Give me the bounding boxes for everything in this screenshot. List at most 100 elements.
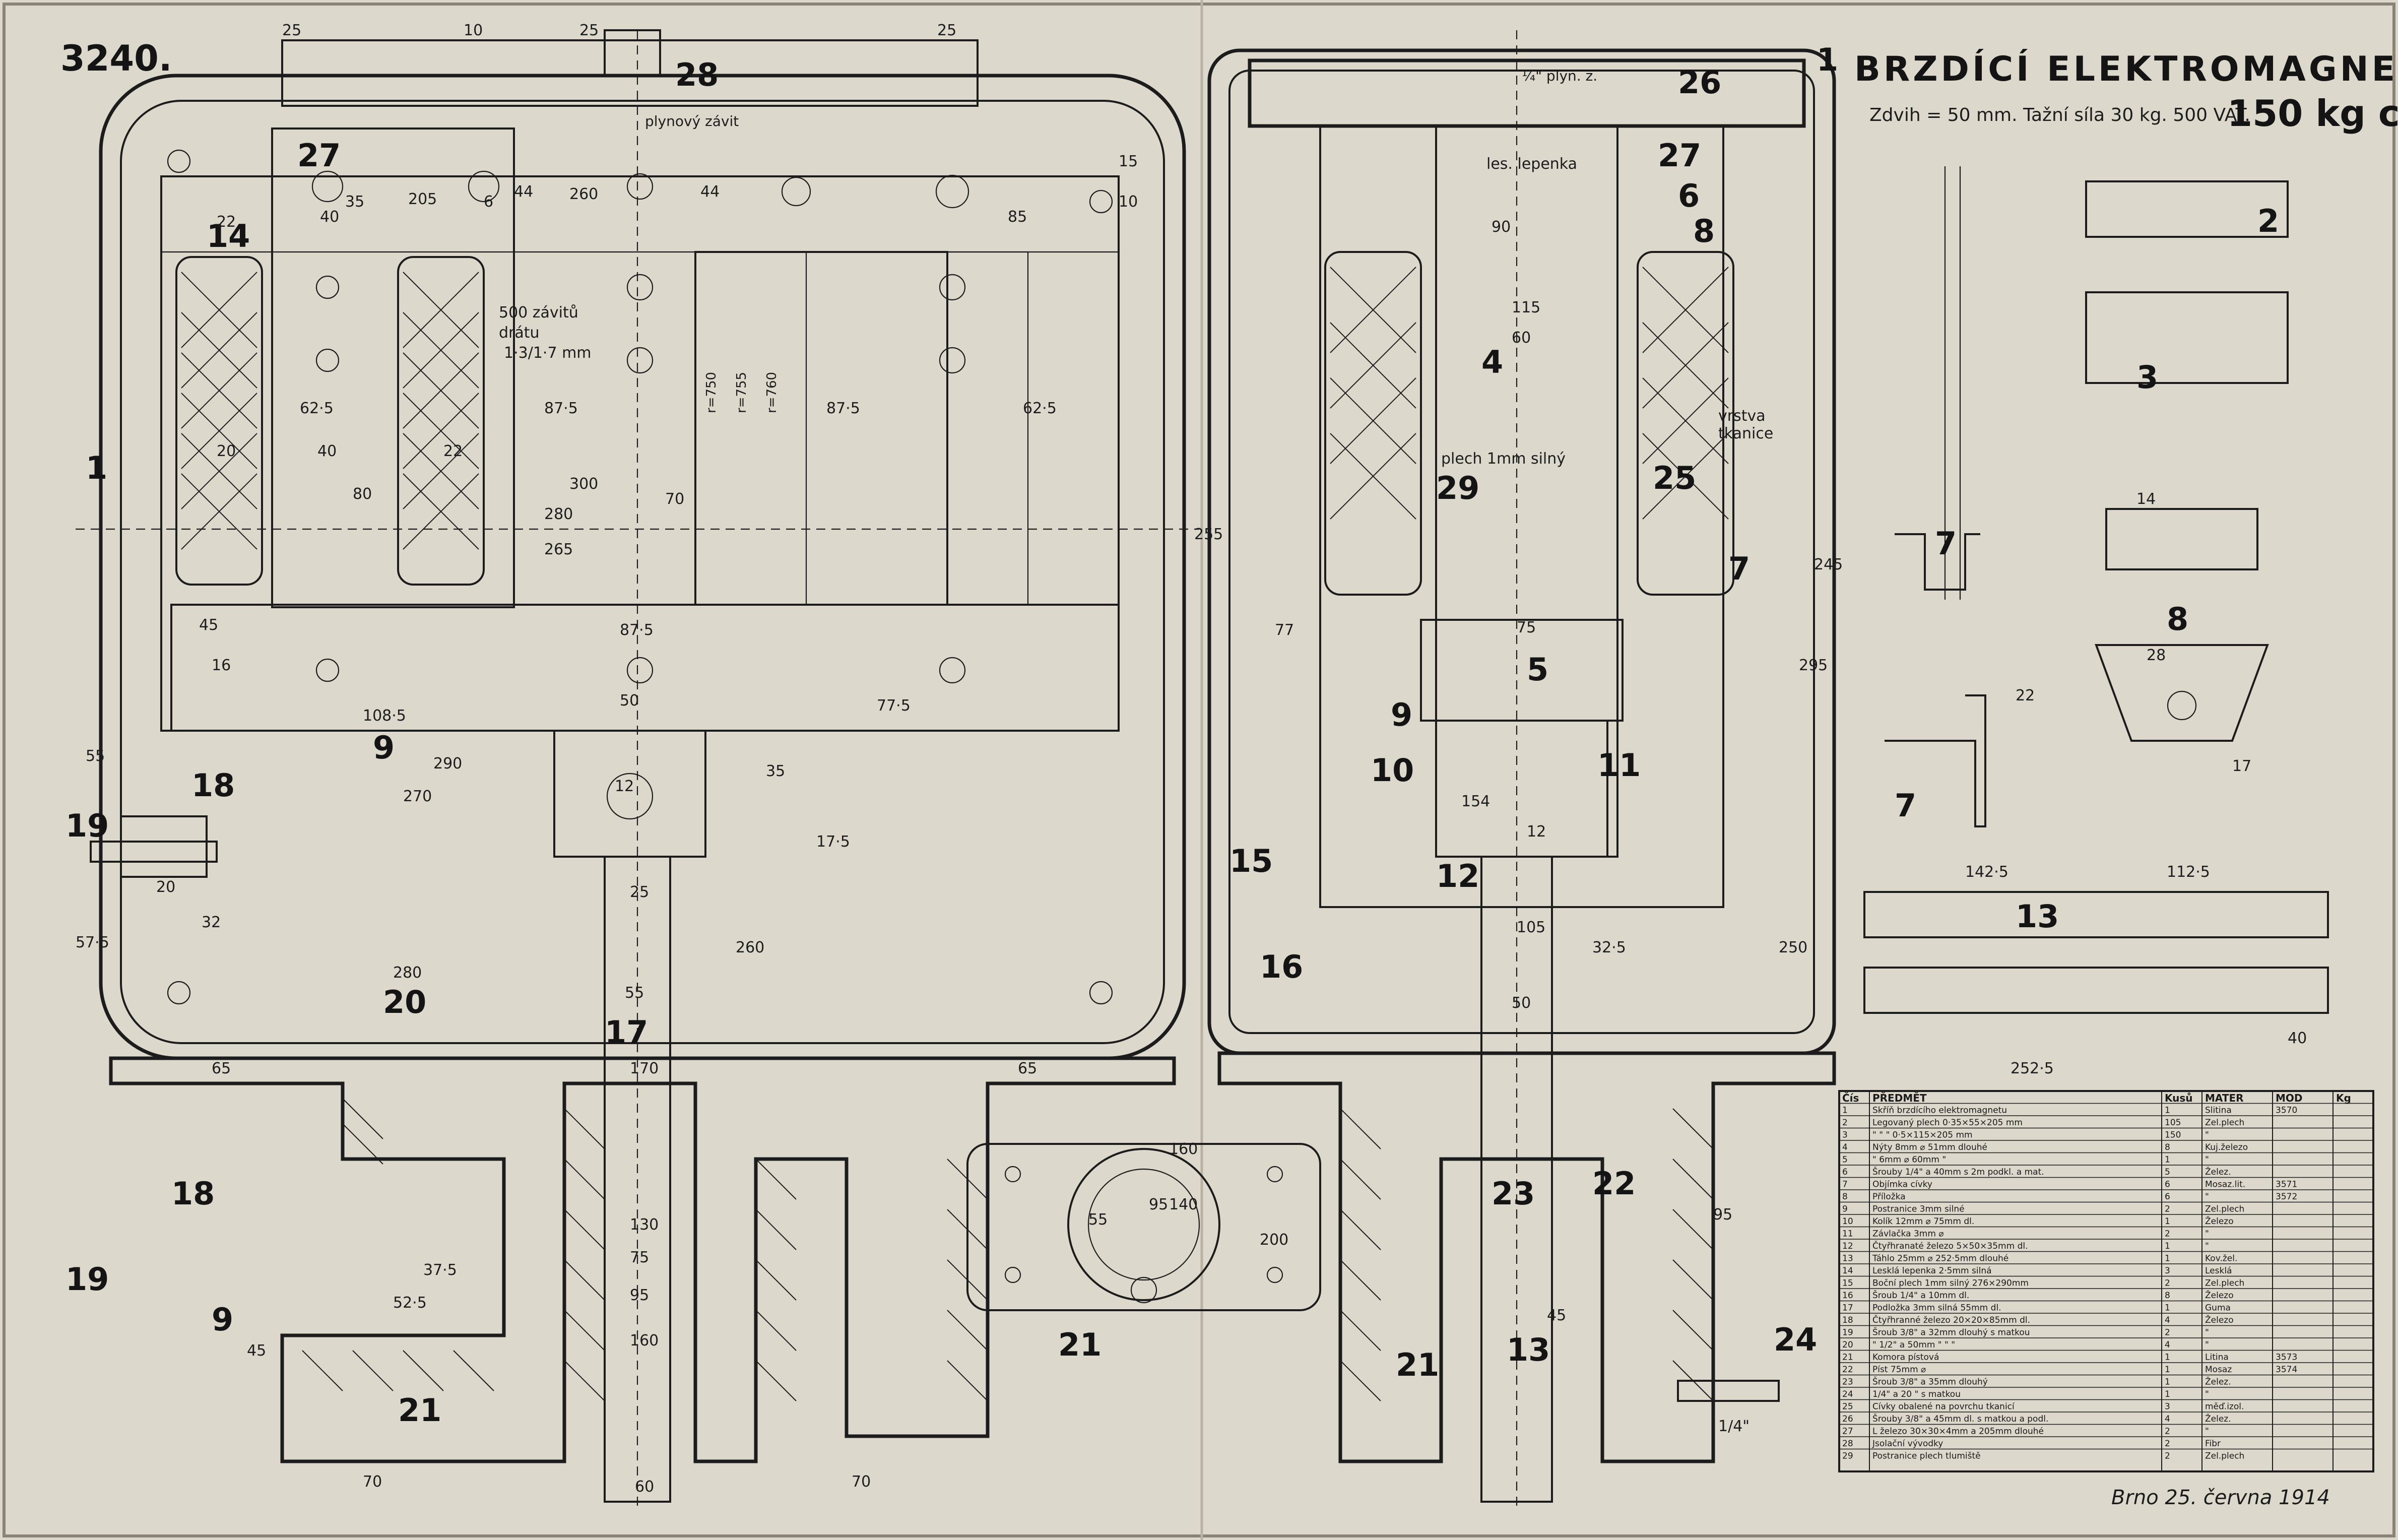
table-cell: 20 bbox=[1842, 1340, 1853, 1350]
dimension-label: 40 bbox=[317, 442, 337, 460]
detail-8-prilozka-a bbox=[2105, 508, 2258, 570]
dimension-label: 95 bbox=[1713, 1206, 1732, 1224]
table-cell: 29 bbox=[1842, 1451, 1853, 1461]
notes: 500 závitů drátu 1·3/1·7 mm plech 1mm si… bbox=[499, 68, 1773, 468]
callout-19a: 19 bbox=[66, 807, 109, 844]
dimension-label: 25 bbox=[937, 22, 956, 39]
table-header-cell: MOD bbox=[2276, 1092, 2303, 1104]
dimension-label: 45 bbox=[1547, 1307, 1566, 1324]
table-cell: 3573 bbox=[2276, 1353, 2297, 1363]
coil-mid bbox=[397, 256, 485, 586]
plan-bore-inner bbox=[1087, 1168, 1200, 1281]
note-zavitu: 500 závitů bbox=[499, 304, 578, 322]
dimension-label: 12 bbox=[615, 778, 634, 795]
dimension-label: 205 bbox=[408, 190, 437, 208]
dimension-label: 62·5 bbox=[1023, 400, 1057, 417]
table-cell: 22 bbox=[1842, 1365, 1853, 1375]
table-cell: Závlačka 3mm ⌀ bbox=[1872, 1229, 1944, 1239]
dimension-label: 255 bbox=[1194, 526, 1223, 543]
note-plech: plech 1mm silný bbox=[1441, 450, 1566, 468]
dimension-label: 20 bbox=[217, 442, 236, 460]
dimension-label: 270 bbox=[403, 788, 432, 805]
dimension-label: 85 bbox=[1008, 208, 1027, 226]
callout-21b: 21 bbox=[1058, 1326, 1101, 1363]
table-cell: Cívky obalené na povrchu tkanicí bbox=[1872, 1402, 2015, 1412]
table-cell: 8 bbox=[2165, 1291, 2170, 1301]
table-cell: Litina bbox=[2205, 1353, 2229, 1363]
table-cell: 105 bbox=[2165, 1118, 2181, 1128]
table-cell: Želez. bbox=[2205, 1376, 2231, 1387]
dimension-label: 22 bbox=[443, 442, 463, 460]
table-cell: " bbox=[2205, 1340, 2209, 1350]
dimension-label: 20 bbox=[156, 878, 175, 896]
callout-13b: 13 bbox=[2016, 898, 2059, 935]
dimension-label: 280 bbox=[393, 964, 422, 982]
note-dratu: drátu bbox=[499, 324, 540, 342]
side-coil-left bbox=[1324, 251, 1422, 596]
table-cell: " 1/2" a 50mm " " " bbox=[1872, 1340, 1955, 1350]
callout-1b: 1 bbox=[1817, 41, 1838, 78]
callout-12: 12 bbox=[1436, 858, 1479, 894]
dimension-label: 50 bbox=[620, 692, 639, 710]
dimension-label: 160 bbox=[1169, 1140, 1198, 1158]
table-cell: 1 bbox=[2165, 1155, 2170, 1165]
callout-25: 25 bbox=[1653, 460, 1696, 496]
dimension-label: 300 bbox=[569, 475, 598, 493]
section-hatch bbox=[302, 1098, 988, 1401]
detail-3-lamination bbox=[2085, 291, 2289, 384]
dimension-label: 62·5 bbox=[300, 400, 334, 417]
table-cell: 21 bbox=[1842, 1353, 1853, 1363]
note-r3: r=760 bbox=[764, 372, 780, 413]
dimension-label: 40 bbox=[320, 208, 339, 226]
dimension-label: 75 bbox=[630, 1249, 649, 1266]
callout-18a: 18 bbox=[191, 767, 235, 804]
dimension-label: 22 bbox=[217, 213, 236, 231]
date-signature: Brno 25. června 1914 bbox=[2111, 1486, 2330, 1509]
callout-2: 2 bbox=[2257, 203, 2279, 239]
table-cell: Železo bbox=[2205, 1290, 2234, 1301]
dimension-label: 10 bbox=[464, 22, 483, 39]
dimension-label: 50 bbox=[1512, 994, 1531, 1012]
detail-13-tahlo-b bbox=[1863, 967, 2329, 1014]
dimension-label: 35 bbox=[345, 193, 364, 211]
dimension-label: 130 bbox=[630, 1216, 659, 1234]
dimension-label: 95 bbox=[630, 1287, 649, 1304]
table-cell: 3 bbox=[2165, 1266, 2170, 1276]
dimension-label: 32·5 bbox=[1592, 939, 1626, 956]
dimension-label: 77 bbox=[1275, 621, 1294, 639]
side-section-hatch bbox=[1340, 1108, 1714, 1401]
dimension-label: 252·5 bbox=[2011, 1060, 2054, 1077]
callout-20: 20 bbox=[383, 984, 426, 1020]
callout-11: 11 bbox=[1597, 747, 1641, 784]
details bbox=[1863, 166, 2329, 1014]
table-cell: Podložka 3mm silná 55mm dl. bbox=[1872, 1303, 2001, 1313]
table-cell: Guma bbox=[2205, 1303, 2231, 1313]
table-cell: 23 bbox=[1842, 1377, 1853, 1387]
note-plynovy: plynový závit bbox=[645, 113, 739, 130]
table-cell: 8 bbox=[1842, 1192, 1848, 1202]
coil-hatch bbox=[181, 272, 479, 550]
table-cell: Příložka bbox=[1872, 1192, 1906, 1202]
detail-13-tahlo bbox=[1863, 891, 2329, 938]
table-cell: " bbox=[2205, 1192, 2209, 1202]
dimension-label: 200 bbox=[1260, 1231, 1288, 1249]
table-cell: Šroub 3/8" a 35mm dlouhý bbox=[1872, 1376, 1988, 1387]
table-cell: 24 bbox=[1842, 1389, 1853, 1399]
dimension-label: 265 bbox=[544, 541, 573, 558]
table-cell: 1 bbox=[2165, 1254, 2170, 1264]
dimension-label: 90 bbox=[1492, 218, 1511, 236]
table-cell: 3 bbox=[1842, 1130, 1848, 1140]
table-cell: 3571 bbox=[2276, 1180, 2297, 1190]
callout-24: 24 bbox=[1774, 1321, 1817, 1358]
callout-9a: 9 bbox=[373, 729, 395, 766]
dimension-label: 140 bbox=[1169, 1196, 1198, 1213]
dimension-label: 12 bbox=[1527, 823, 1546, 841]
dimension-label: 95 bbox=[1149, 1196, 1168, 1213]
housing-inner bbox=[120, 100, 1165, 1044]
table-cell: 2 bbox=[2165, 1439, 2170, 1449]
table-cell: " " " 0·5×115×205 mm bbox=[1872, 1130, 1973, 1140]
dimension-label: 25 bbox=[579, 22, 599, 39]
note-r2: r=755 bbox=[734, 372, 749, 413]
